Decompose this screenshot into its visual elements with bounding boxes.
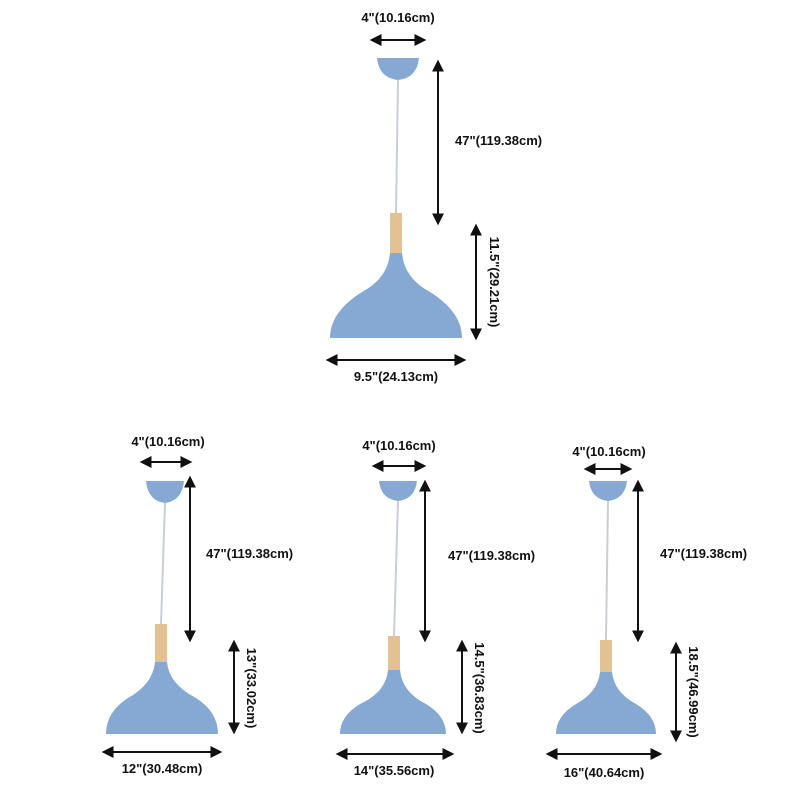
lamp-3: 4"(10.16cm) 47"(119.38cm) 14.5"(36.83cm)… <box>335 438 535 778</box>
lamp-3-cord-label: 47"(119.38cm) <box>448 548 535 563</box>
lamp-2-width-label: 12"(30.48cm) <box>122 761 203 776</box>
lamp-2-cord-label: 47"(119.38cm) <box>206 546 293 561</box>
lamp-2-canopy <box>146 481 184 503</box>
lamp-1-canopy <box>377 58 419 80</box>
lamp-4-height-label: 18.5"(46.99cm) <box>686 646 701 737</box>
lamp-4-canopy-label: 4"(10.16cm) <box>572 444 645 459</box>
lamp-4-shade <box>556 672 656 734</box>
lamp-4-width-label: 16"(40.64cm) <box>564 765 645 780</box>
lamp-4: 4"(10.16cm) 47"(119.38cm) 18.5"(46.99cm)… <box>545 444 747 780</box>
lamp-4-cord-label: 47"(119.38cm) <box>660 546 747 561</box>
lamp-1-wood-socket <box>390 213 402 253</box>
lamp-2-canopy-label: 4"(10.16cm) <box>131 434 204 449</box>
lamp-2-height-label: 13"(33.02cm) <box>244 648 259 729</box>
lamp-3-wood-socket <box>388 636 400 670</box>
lamp-4-wood-socket <box>600 640 612 672</box>
lamp-1-height-label: 11.5"(29.21cm) <box>487 237 502 328</box>
lamp-1-cord <box>395 79 399 214</box>
lamp-1-width-label: 9.5"(24.13cm) <box>354 369 438 384</box>
lamp-3-height-label: 14.5"(36.83cm) <box>472 642 487 733</box>
lamp-2-cord <box>160 502 166 625</box>
lamp-1: 4"(10.16cm) 47"(119.38cm) 11.5"(29.21cm)… <box>325 10 542 384</box>
lamp-2-shade <box>106 662 218 734</box>
lamp-2-wood-socket <box>155 624 167 662</box>
lamp-3-canopy-label: 4"(10.16cm) <box>362 438 435 453</box>
lamp-1-cord-label: 47"(119.38cm) <box>455 133 542 148</box>
lamp-3-width-label: 14"(35.56cm) <box>354 763 435 778</box>
lamp-3-shade <box>340 670 446 734</box>
lamp-2: 4"(10.16cm) 47"(119.38cm) 13"(33.02cm) 1… <box>101 434 293 776</box>
lamp-3-cord <box>393 500 399 637</box>
lamp-3-canopy <box>379 481 417 501</box>
lamp-4-cord <box>605 500 609 641</box>
lamp-1-canopy-label: 4"(10.16cm) <box>361 10 434 25</box>
lamp-4-canopy <box>589 481 627 501</box>
lamp-1-shade <box>330 253 462 338</box>
